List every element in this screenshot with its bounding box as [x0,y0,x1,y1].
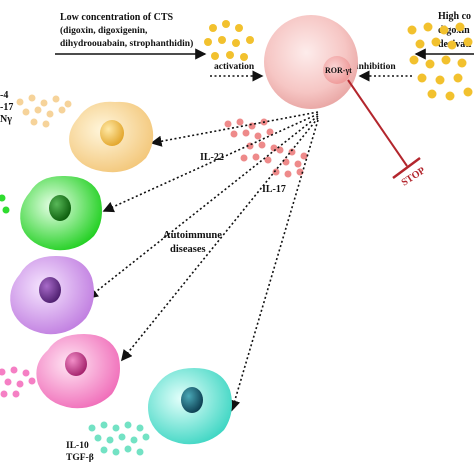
il10-label: IL-10 [66,441,89,451]
stop-inhibition-line [347,79,408,167]
low-cts-compound-dots [204,20,254,61]
central-t-cell [264,15,358,109]
low-cts-examples-1: (digoxin, digoxigenin, [60,25,148,36]
il17-label-partial: -17 [0,102,13,113]
arrow-to-cyan-cell [229,119,319,412]
il4-label-partial: -4 [0,90,8,101]
stop-bar [392,156,421,180]
il17-cytokine-dots [272,146,308,178]
il22-label: IL-22 [200,152,224,163]
arrow-to-green-cell [102,113,319,213]
il10-tgfb-dots [88,421,150,456]
activation-label: activation [214,62,255,72]
inhibition-label: inhibition [356,62,396,72]
green-cell-cytokine-dots [0,194,10,214]
yellow-cell-cytokine-dots [16,94,72,128]
high-cts-compound-dots [407,22,473,101]
low-cts-title: Low concentration of CTS [60,12,173,23]
differentiation-arrows [86,111,319,412]
pink-cell-nucleus [65,352,87,376]
central-cell-nucleus [323,56,351,84]
green-cell-nucleus [49,195,71,221]
pink-cell-cytokine-dots [0,366,36,398]
ifng-label-partial: Nγ [0,114,12,125]
cyan-cell-nucleus [181,387,203,413]
high-cts-examples-1: digoxin [438,25,470,36]
tgfb-label: TGF-β [66,453,94,463]
high-cts-title: High co [438,11,471,22]
yellow-cell-nucleus [100,120,124,146]
il22-cytokine-dots [224,118,278,164]
arrow-to-yellow-cell [150,111,319,147]
autoimmune-label-1: Autoimmune [163,230,222,241]
il17-label: IL-17 [262,184,286,195]
ror-gamma-t-label: ROR-γt [325,66,352,75]
autoimmune-label-2: diseases [170,244,206,255]
purple-cell-nucleus [39,277,61,303]
arrow-to-purple-cell [86,115,319,299]
low-cts-examples-2: dihydroouabain, strophanthidin) [60,38,193,49]
